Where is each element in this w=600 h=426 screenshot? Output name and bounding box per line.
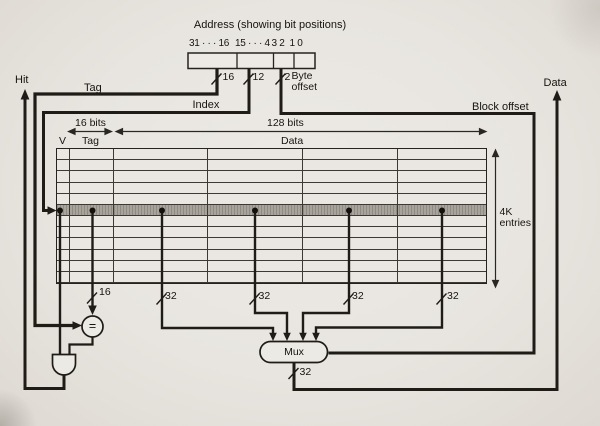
cache-row: [57, 149, 486, 161]
and-gate: [51, 353, 77, 376]
mux-input-arrow: [283, 332, 291, 341]
bus32-label: 32: [352, 289, 364, 302]
column-header-valid: V: [59, 134, 67, 147]
address-box: [187, 52, 316, 70]
mux-label: Mux: [284, 345, 304, 358]
cache-row: [57, 183, 486, 194]
comparator-label: =: [88, 318, 97, 333]
bit-range-byte: 1 0: [289, 38, 303, 49]
bit-range-block: 3 2: [271, 38, 285, 49]
figure-title: Address (showing bit positions): [193, 19, 347, 31]
cache-row: [57, 238, 486, 250]
byte-offset-label: Byte offset: [291, 70, 318, 93]
cache-row: [57, 216, 486, 228]
comparator-output-line: [68, 336, 94, 355]
entries-label-line2: entries: [499, 217, 532, 229]
cache-row: [57, 250, 486, 261]
mux-input-arrow: [299, 332, 307, 341]
tag-width-label: 16: [222, 70, 235, 83]
table-column-divider: [207, 149, 208, 283]
bit-range-tag: 31 · · · 16: [189, 38, 230, 49]
cache-row: [57, 194, 486, 205]
tag-compare-arrow: [88, 305, 97, 315]
tag-bits-label: 16 bits: [75, 117, 106, 129]
data-out-label: Data: [543, 76, 567, 89]
column-header-tag: Tag: [82, 134, 99, 147]
cache-row: [57, 171, 486, 183]
column-header-data: Data: [281, 134, 304, 147]
data-arrow: [552, 90, 562, 101]
bus32-label: 32: [447, 289, 459, 302]
index-width-label: 12: [252, 70, 265, 83]
block-width-label: 2: [284, 71, 291, 83]
cache-row: [57, 227, 486, 239]
block-offset-label: Block offset: [472, 100, 529, 113]
bus32-label: 32: [258, 289, 271, 302]
bus32-label: 32: [165, 289, 177, 302]
cache-table: [56, 148, 487, 284]
data-bits-label: 128 bits: [267, 117, 304, 129]
comparator-input-arrow: [72, 321, 82, 330]
bus16-label: 16: [99, 286, 111, 298]
cache-row: [57, 160, 486, 172]
index-signal-label: Index: [192, 99, 220, 111]
mux-input-arrow: [269, 332, 277, 341]
bus32-label: 32: [299, 365, 312, 378]
cache-row-selected: [57, 204, 486, 217]
table-column-divider: [113, 149, 114, 283]
hit-arrow: [20, 89, 30, 100]
table-column-divider: [397, 149, 398, 283]
tag-signal-label: Tag: [84, 81, 102, 94]
cache-row: [57, 261, 486, 272]
cache-row: [57, 272, 486, 284]
table-column-divider: [302, 149, 303, 283]
bit-range-index: 15 · · · 4: [235, 38, 270, 49]
hit-label: Hit: [15, 74, 29, 86]
mux-input-arrow: [312, 332, 320, 341]
entries-label: 4K entries: [499, 206, 532, 230]
table-column-divider: [69, 149, 70, 283]
